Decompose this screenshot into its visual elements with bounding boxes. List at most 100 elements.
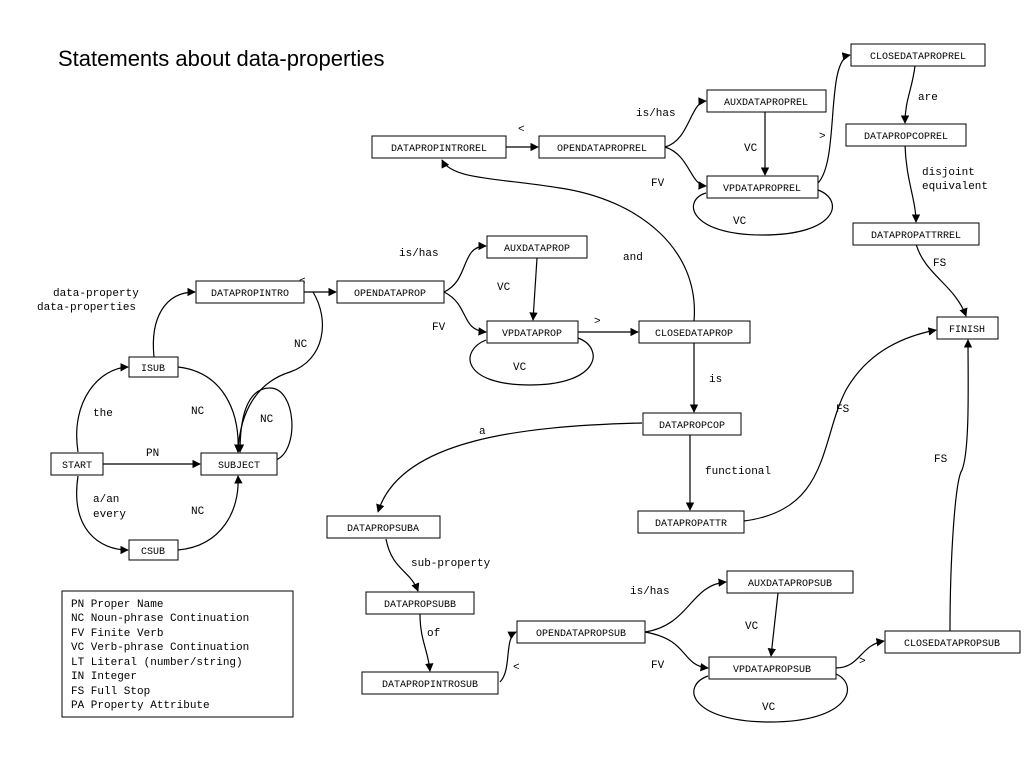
node-open-dataprop-rel[interactable]: OPENDATAPROPREL: [538, 135, 666, 159]
svg-text:DATAPROPCOP: DATAPROPCOP: [659, 421, 725, 432]
edge-start-isub: [76, 363, 129, 453]
node-csub[interactable]: CSUB: [128, 539, 179, 561]
label-vc-loop-1: VC: [513, 362, 527, 374]
node-closed-dataprop-rel[interactable]: CLOSEDATAPROPREL: [850, 43, 986, 67]
label-vc-1: VC: [497, 282, 511, 294]
node-open-dataprop-sub[interactable]: OPENDATAPROPSUB: [516, 620, 646, 644]
label-pn: PN: [146, 448, 159, 460]
node-aux-dataprop[interactable]: AUXDATAPROP: [486, 235, 588, 259]
label-a: a: [479, 426, 486, 438]
label-gt-1: >: [594, 316, 601, 328]
edge-subb-introsub: [419, 613, 434, 672]
node-isub[interactable]: ISUB: [128, 356, 179, 378]
page-title: Statements about data-properties: [58, 46, 385, 71]
svg-text:CLOSEDATAPROPREL: CLOSEDATAPROPREL: [870, 52, 966, 63]
label-the: the: [93, 408, 113, 420]
svg-text:DATAPROPSUBB: DATAPROPSUBB: [384, 600, 456, 611]
svg-text:SUBJECT: SUBJECT: [218, 461, 260, 472]
label-fv-rel: FV: [651, 178, 665, 190]
svg-text:FINISH: FINISH: [949, 325, 985, 336]
label-lt-sub: <: [513, 662, 520, 674]
svg-text:CSUB: CSUB: [141, 547, 165, 558]
edge-aux-vp: [529, 257, 538, 321]
label-fs-attr: FS: [836, 404, 850, 416]
node-aux-dataprop-rel[interactable]: AUXDATAPROPREL: [706, 89, 827, 113]
label-fv-1: FV: [432, 322, 446, 334]
label-vc-rel: VC: [744, 143, 758, 155]
edge-start-csub: [76, 475, 129, 555]
node-closed-dataprop[interactable]: CLOSEDATAPROP: [638, 320, 751, 344]
edge-open-vp: [443, 291, 487, 336]
label-is-has-sub: is/has: [630, 586, 670, 598]
legend-item: FV Finite Verb: [71, 628, 163, 640]
node-dataprop-subb[interactable]: DATAPROPSUBB: [365, 591, 475, 615]
node-vp-dataprop[interactable]: VPDATAPROP: [486, 320, 579, 344]
svg-text:DATAPROPCOPREL: DATAPROPCOPREL: [864, 132, 948, 143]
label-gt-rel: >: [819, 131, 826, 143]
svg-text:AUXDATAPROP: AUXDATAPROP: [504, 244, 570, 255]
label-are: are: [918, 92, 938, 104]
edge-closedrel-coprel: [900, 65, 916, 124]
edge-intro-subject: [234, 291, 324, 453]
edge-vprel-closedrel: [817, 52, 851, 184]
label-vc-sub: VC: [745, 621, 759, 633]
node-subject[interactable]: SUBJECT: [200, 452, 278, 476]
svg-text:VPDATAPROPSUB: VPDATAPROPSUB: [733, 665, 811, 676]
node-start[interactable]: START: [50, 452, 104, 476]
node-vp-dataprop-sub[interactable]: VPDATAPROPSUB: [708, 656, 837, 680]
label-is: is: [709, 374, 722, 386]
legend-item: IN Integer: [71, 671, 137, 683]
label-and: and: [623, 252, 643, 264]
edge-opensub-vpsub: [644, 631, 709, 672]
label-nc-isub: NC: [191, 406, 205, 418]
node-dataprop-intro-sub[interactable]: DATAPROPINTROSUB: [361, 671, 499, 695]
label-every: every: [93, 509, 126, 521]
edge-openrel-auxrel: [664, 97, 707, 148]
svg-text:AUXDATAPROPREL: AUXDATAPROPREL: [724, 98, 808, 109]
legend-item: FS Full Stop: [71, 686, 150, 698]
edge-isub-subject: [177, 366, 243, 453]
svg-text:AUXDATAPROPSUB: AUXDATAPROPSUB: [748, 579, 832, 590]
label-functional: functional: [705, 466, 771, 478]
node-dataprop-cop[interactable]: DATAPROPCOP: [642, 412, 742, 436]
node-finish[interactable]: FINISH: [936, 316, 999, 340]
svg-text:DATAPROPINTROREL: DATAPROPINTROREL: [391, 144, 487, 155]
edge-suba-subb: [385, 538, 420, 592]
svg-text:CLOSEDATAPROPSUB: CLOSEDATAPROPSUB: [904, 639, 1000, 650]
label-gt-sub: >: [859, 656, 866, 668]
node-dataprop-attr[interactable]: DATAPROPATTR: [637, 510, 745, 534]
svg-text:DATAPROPINTROSUB: DATAPROPINTROSUB: [382, 680, 478, 691]
label-nc-loop: NC: [260, 414, 274, 426]
node-closed-dataprop-sub[interactable]: CLOSEDATAPROPSUB: [884, 630, 1021, 654]
node-dataprop-attr-rel[interactable]: DATAPROPATTRREL: [852, 222, 980, 246]
node-dataprop-intro-rel[interactable]: DATAPROPINTROREL: [371, 135, 507, 159]
edge-labels: data-property data-properties the PN a/a…: [37, 92, 988, 714]
node-aux-dataprop-sub[interactable]: AUXDATAPROPSUB: [726, 570, 854, 594]
node-dataprop-cop-rel[interactable]: DATAPROPCOPREL: [845, 123, 967, 147]
label-fs-rel: FS: [933, 258, 947, 270]
svg-text:DATAPROPATTR: DATAPROPATTR: [655, 519, 727, 530]
svg-text:CLOSEDATAPROP: CLOSEDATAPROP: [655, 329, 733, 340]
node-dataprop-intro[interactable]: DATAPROPINTRO: [195, 280, 305, 304]
edge-isub-intro: [152, 287, 196, 358]
svg-text:OPENDATAPROP: OPENDATAPROP: [354, 289, 426, 300]
svg-text:ISUB: ISUB: [141, 364, 165, 375]
legend-item: NC Noun-phrase Continuation: [71, 613, 249, 625]
node-dataprop-suba[interactable]: DATAPROPSUBA: [326, 515, 441, 539]
svg-text:DATAPROPSUBA: DATAPROPSUBA: [347, 524, 419, 535]
label-is-has-1: is/has: [399, 248, 439, 260]
svg-text:VPDATAPROPREL: VPDATAPROPREL: [723, 184, 801, 195]
edge-closed-introrel: [441, 159, 695, 322]
node-vp-dataprop-rel[interactable]: VPDATAPROPREL: [706, 175, 819, 199]
edge-closedsub-finish: [949, 339, 973, 632]
label-lt-rel: <: [518, 124, 525, 136]
edge-introsub-opensub: [499, 631, 517, 683]
label-data-properties: data-properties: [37, 302, 136, 314]
label-sub-property: sub-property: [411, 558, 491, 570]
svg-text:DATAPROPATTRREL: DATAPROPATTRREL: [871, 231, 961, 242]
legend: PN Proper Name NC Noun-phrase Continuati…: [61, 590, 294, 718]
edge-cop-suba: [376, 422, 643, 513]
node-open-dataprop[interactable]: OPENDATAPROP: [336, 280, 445, 304]
edge-auxsub-vpsub: [767, 592, 779, 657]
